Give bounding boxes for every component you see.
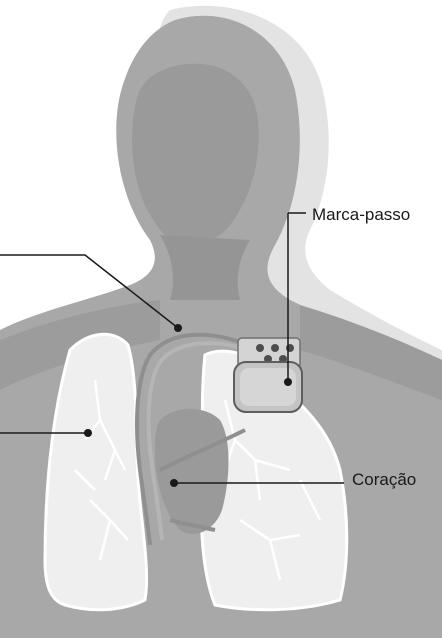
heart-label: Coração bbox=[352, 471, 416, 488]
pacemaker-label: Marca-passo bbox=[312, 206, 410, 223]
pacemaker-device-icon bbox=[234, 338, 302, 412]
